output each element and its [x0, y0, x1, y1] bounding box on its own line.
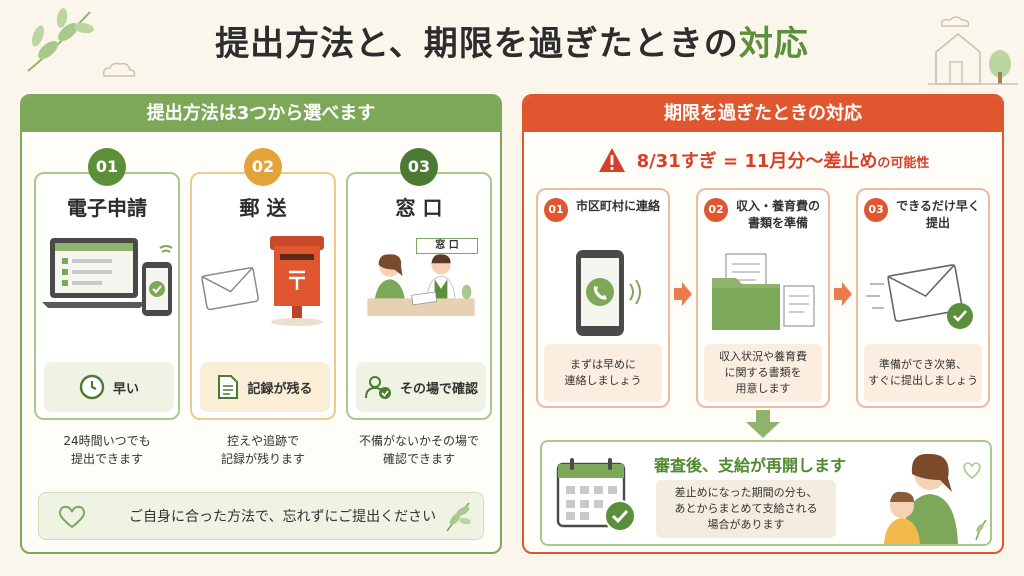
step-desc-contact: まずは早めに連絡しましょう — [544, 344, 662, 402]
method-tag-confirm: その場で確認 — [356, 362, 486, 412]
after-deadline-header: 期限を過ぎたときの対応 — [524, 96, 1002, 132]
sprout-icon — [446, 502, 471, 532]
method-card-counter: 窓 口 窓 口 その場で確認 — [346, 172, 492, 420]
method-card-electronic: 電子申請 早い — [34, 172, 180, 420]
arrow-down-icon — [746, 410, 780, 438]
clock-icon — [79, 374, 105, 400]
leaf-branch-icon — [27, 8, 94, 72]
step-card-prepare: 02 収入・養育費の書類を準備 収入状況や養育費に関する書類を用意します — [696, 188, 830, 408]
reminder-note: ご自身に合った方法で、忘れずにご提出ください — [38, 492, 484, 540]
arrow-right-icon — [834, 282, 852, 306]
after-deadline-panel: 期限を過ぎたときの対応 8/31すぎ = 11月分〜差止めの可能性 01 市区町村… — [522, 94, 1004, 554]
mailbox-envelope-icon — [201, 236, 324, 326]
phone-icon — [576, 250, 641, 336]
folder-documents-icon — [712, 253, 815, 330]
method-tag-record: 記録が残る — [200, 362, 330, 412]
method-desc-mail: 控えや追跡で記録が残ります — [220, 434, 305, 466]
person-check-icon — [364, 376, 391, 399]
resume-desc: 差止めになった期間の分も、あとからまとめて支給される場合があります — [656, 480, 836, 538]
heart-icon — [58, 505, 86, 529]
method-number-03: 03 — [400, 148, 438, 186]
warning-icon — [598, 148, 625, 172]
method-number-02: 02 — [244, 148, 282, 186]
mother-child-icon — [884, 453, 987, 544]
step-number-02: 02 — [704, 198, 728, 222]
resume-box: 審査後、支給が再開します 差止めになった期間の分も、あとからまとめて支給される場… — [540, 440, 992, 546]
counter-sign: 窓 口 — [416, 238, 478, 254]
document-icon — [218, 375, 239, 399]
resume-title: 審査後、支給が再開します — [654, 456, 847, 475]
house-icon — [928, 16, 1018, 85]
method-number-01: 01 — [88, 148, 126, 186]
step-title: できるだけ早く提出 — [896, 199, 980, 230]
method-desc-counter: 不備がないかその場で確認できます — [358, 434, 479, 466]
method-title: 電子申請 — [67, 196, 147, 220]
step-desc-prepare: 収入状況や養育費に関する書類を用意します — [704, 344, 822, 402]
counter-staff-icon — [367, 254, 475, 316]
step-number-03: 03 — [864, 198, 888, 222]
deadline-warning: 8/31すぎ = 11月分〜差止めの可能性 — [524, 146, 1002, 174]
submission-methods-header: 提出方法は3つから選べます — [22, 96, 500, 132]
step-title: 市区町村に連絡 — [575, 199, 660, 213]
calendar-check-icon — [556, 458, 636, 532]
step-title: 収入・養育費の書類を準備 — [735, 199, 820, 230]
arrow-right-icon — [674, 282, 692, 306]
cloud-icon — [102, 62, 136, 77]
method-tag-fast: 早い — [44, 362, 174, 412]
envelope-check-icon — [866, 263, 973, 329]
method-title: 窓 口 — [395, 196, 443, 220]
page-title: 提出方法と、期限を過ぎたときの対応 — [215, 24, 809, 64]
step-card-contact: 01 市区町村に連絡 まずは早めに連絡しましょう — [536, 188, 670, 408]
method-desc-electronic: 24時間いつでも提出できます — [63, 434, 151, 466]
laptop-phone-icon — [42, 238, 173, 316]
step-number-01: 01 — [544, 198, 568, 222]
step-desc-submit: 準備ができ次第、すぐに提出しましょう — [864, 344, 982, 402]
submission-methods-panel: 提出方法は3つから選べます 電子申請 早い 01 24時間いつでも提出できます … — [20, 94, 502, 554]
step-card-submit: 03 できるだけ早く提出 準備ができ次第、すぐに提出しましょう — [856, 188, 990, 408]
method-card-mail: 郵 送 記録が残る — [190, 172, 336, 420]
method-title: 郵 送 — [239, 196, 287, 220]
